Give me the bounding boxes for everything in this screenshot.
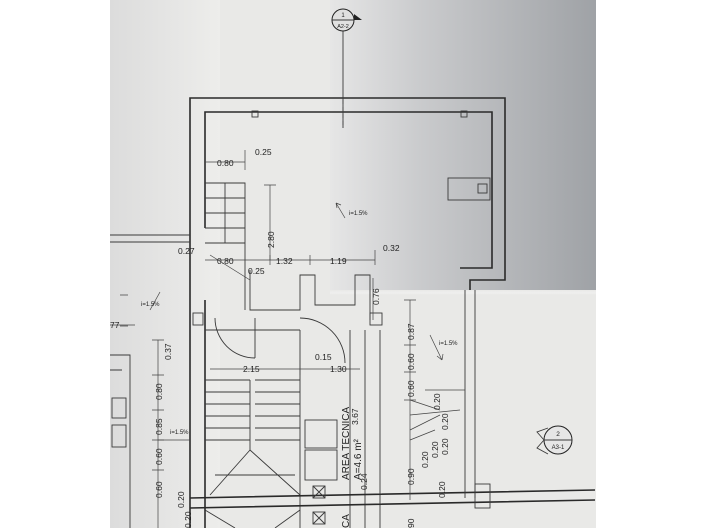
room-label-area-tecnica: AREA TECNICA A=4.6 m² CA bbox=[341, 407, 364, 528]
upper-stairs bbox=[205, 182, 251, 310]
paper-shadow bbox=[330, 0, 596, 290]
dim: 0.32 bbox=[383, 243, 400, 253]
dim: 0.20 bbox=[420, 451, 430, 468]
dim: 1.32 bbox=[276, 256, 293, 266]
dim: 0.20 bbox=[432, 393, 442, 410]
dim: 77 bbox=[110, 320, 120, 330]
left-partial-walls bbox=[110, 234, 190, 528]
dim: 0.80 bbox=[217, 158, 234, 168]
dim: 0.60 bbox=[406, 380, 416, 397]
dim: 90 bbox=[406, 518, 416, 528]
dim: 0.20 bbox=[430, 441, 440, 458]
section-1-number: 1 bbox=[341, 13, 345, 19]
dim: 0.24 bbox=[359, 473, 369, 490]
dimension-lines bbox=[110, 150, 465, 528]
dim: 2.15 bbox=[243, 364, 260, 374]
slope-label: i=1.5% bbox=[141, 302, 160, 308]
room-partial-label: CA bbox=[341, 514, 352, 528]
dim: 1.19 bbox=[330, 256, 347, 266]
dimension-labels: 0.80 0.25 2.80 0.27 0.80 0.25 1.32 1.19 … bbox=[110, 147, 450, 528]
section-2-number: 2 bbox=[556, 431, 560, 438]
dim: 0.60 bbox=[154, 448, 164, 465]
room-name: AREA TECNICA bbox=[341, 407, 352, 480]
dim: 0.20 bbox=[440, 438, 450, 455]
dim: 2.80 bbox=[266, 231, 276, 248]
dim: 0.37 bbox=[163, 343, 173, 360]
dim: 0.80 bbox=[154, 383, 164, 400]
slope-labels: i=1.5% i=1.5% i=1.5% i=1.5% bbox=[141, 211, 458, 436]
slope-arrows bbox=[149, 202, 444, 361]
dim: 0.60 bbox=[406, 353, 416, 370]
section-marker-2: 2 A3-1 bbox=[536, 425, 573, 455]
dim: 0.25 bbox=[248, 266, 265, 276]
dim: 0.60 bbox=[154, 481, 164, 498]
paper-left-shade bbox=[110, 0, 220, 528]
section-1-sheet: A2-2 bbox=[337, 24, 349, 30]
section-2-sheet: A3-1 bbox=[552, 445, 565, 451]
dim: 0.20 bbox=[183, 511, 193, 528]
dim: 3.67 bbox=[350, 408, 360, 425]
dim: 0.90 bbox=[406, 468, 416, 485]
slope-label: i=1.5% bbox=[439, 341, 458, 347]
dim: 0.15 bbox=[315, 352, 332, 362]
room-area: A=4.6 m² bbox=[353, 438, 364, 480]
slope-label: i=1.5% bbox=[349, 211, 368, 217]
lower-stairs bbox=[204, 379, 338, 528]
dim: 0.27 bbox=[178, 246, 195, 256]
slope-label: i=1.5% bbox=[170, 430, 189, 436]
dim: 0.20 bbox=[440, 413, 450, 430]
section-marker-1: 1 A2-2 bbox=[331, 8, 362, 128]
dim: 0.85 bbox=[154, 418, 164, 435]
dim: 0.76 bbox=[371, 288, 381, 305]
upper-room-walls bbox=[189, 97, 506, 290]
dim: 0.20 bbox=[437, 481, 447, 498]
dim: 1.30 bbox=[330, 364, 347, 374]
dim: 0.25 bbox=[255, 147, 272, 157]
dim: 0.80 bbox=[217, 256, 234, 266]
shadow-fade bbox=[330, 250, 596, 295]
dim: 0.20 bbox=[176, 491, 186, 508]
dim: 0.87 bbox=[406, 323, 416, 340]
middle-walls bbox=[189, 228, 596, 528]
